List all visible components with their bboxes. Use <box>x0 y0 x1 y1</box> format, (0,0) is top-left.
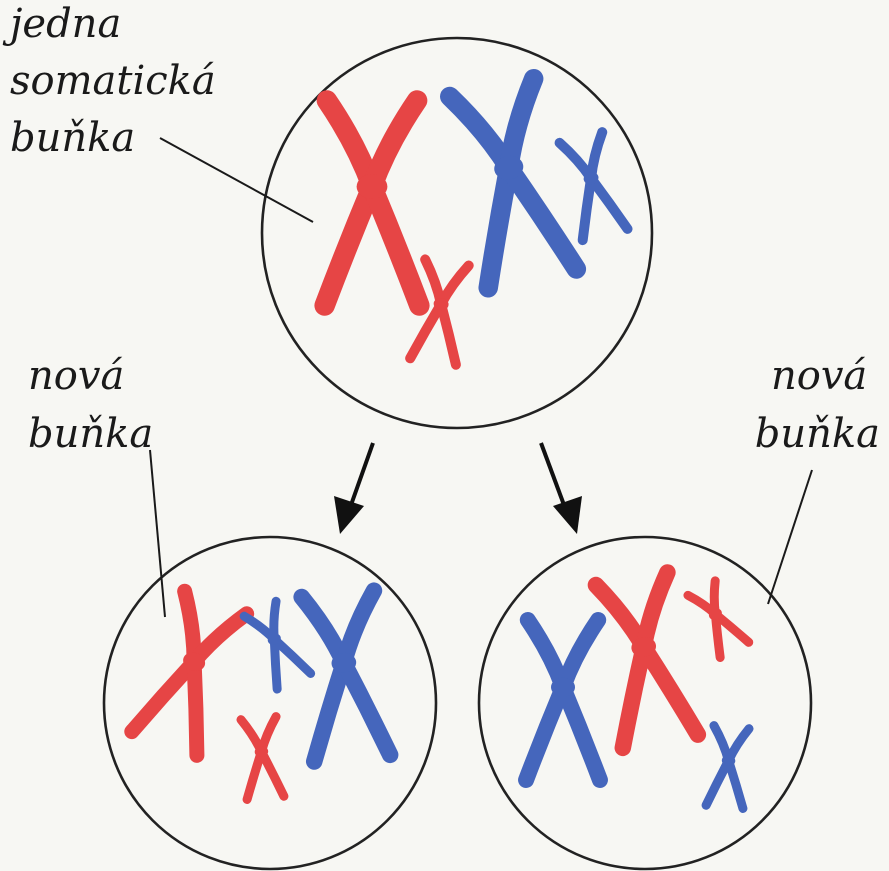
label-daughter-right: nová buňka <box>755 353 880 457</box>
chromosome-paternal-large-centromere <box>551 678 575 697</box>
arrow-right-head <box>553 496 582 534</box>
chromosome-paternal-small-chromatid-2 <box>260 601 311 681</box>
parent-chromosomes <box>325 78 628 364</box>
chromosome-paternal-large-chromatid-1 <box>526 620 563 780</box>
daughter-left-chromosomes <box>132 590 390 799</box>
daughter-cell-right <box>479 537 811 869</box>
chromosome-paternal-large-chromatid-2 <box>563 620 600 780</box>
arrow-right-shaft <box>541 443 564 505</box>
chromosome-maternal-small-chromatid-2 <box>259 717 284 798</box>
label-parent-cell: jedna somatická buňka <box>2 1 228 161</box>
arrow-right <box>541 443 582 534</box>
leader-line-left <box>150 450 165 617</box>
chromosome-paternal-small <box>706 726 750 809</box>
chromosome-maternal-small <box>240 717 284 800</box>
chromosome-maternal-large-chromatid-1 <box>325 101 372 306</box>
chromosome-maternal-large-centromere <box>357 174 388 199</box>
chromosome-maternal-small-chromatid-2 <box>702 581 749 650</box>
arrow-left-head <box>334 496 364 534</box>
chromosome-paternal-small-chromatid-2 <box>725 727 750 808</box>
leader-line-right <box>768 470 812 604</box>
parent-cell <box>262 38 652 428</box>
leader-line-parent <box>160 138 313 222</box>
chromosome-paternal-large-chromatid-2 <box>338 590 390 758</box>
chromosome-maternal-large <box>594 572 698 748</box>
chromosome-maternal-large-chromatid-2 <box>372 101 419 306</box>
daughter-cell-left <box>104 537 436 869</box>
arrow-left <box>334 443 373 534</box>
label-daughter-left: nová buňka <box>28 353 153 457</box>
chromosome-paternal-small <box>558 132 627 240</box>
chromosome-paternal-large <box>448 78 577 287</box>
chromosome-paternal-large <box>526 620 600 780</box>
daughter-right-chromosomes <box>526 572 750 808</box>
chromosome-maternal-large <box>325 101 420 306</box>
chromosome-maternal-large <box>132 591 248 756</box>
arrow-left-shaft <box>351 443 373 505</box>
chromosome-maternal-small <box>687 581 748 658</box>
daughter-cell-right-outline <box>479 537 811 869</box>
